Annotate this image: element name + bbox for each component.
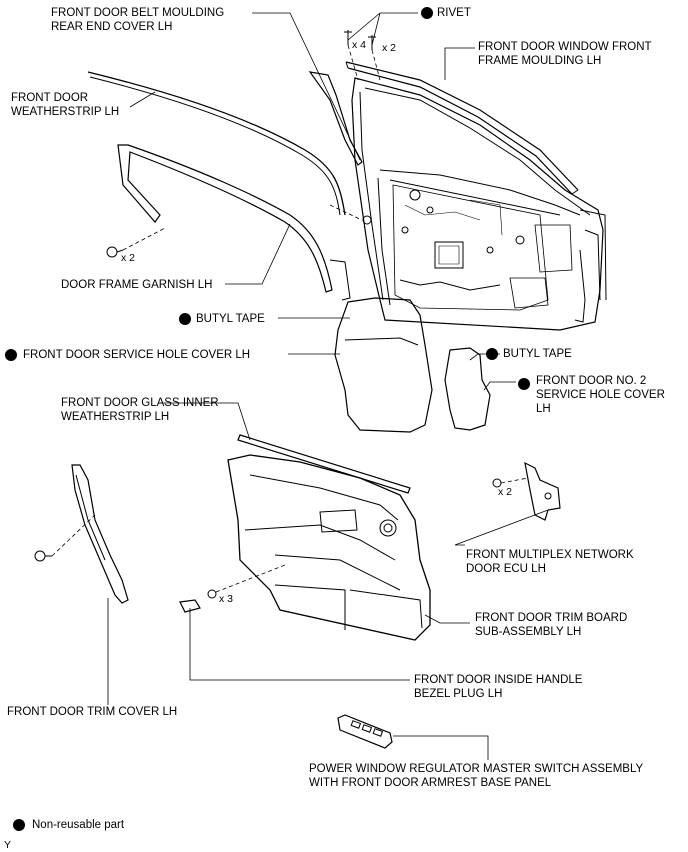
label-master-switch: POWER WINDOW REGULATOR MASTER SWITCH ASS… [309, 763, 644, 789]
weatherstrip-part [87, 71, 346, 216]
label-window-frame-moulding: FRONT DOOR WINDOW FRONT FRAME MOULDING L… [478, 41, 652, 67]
service-hole-cover-no2-part [444, 347, 491, 431]
non-reusable-marker-rivet [421, 7, 433, 19]
label-inside-handle-bezel: FRONT DOOR INSIDE HANDLE BEZEL PLUG LH [414, 674, 583, 700]
glass-inner-weatherstrip-part [237, 434, 411, 494]
multiplex-ecu-part [524, 461, 561, 521]
label-glass-inner-weatherstrip: FRONT DOOR GLASS INNER WEATHERSTRIP LH [61, 397, 219, 423]
label-butyl-tape-1: BUTYL TAPE [196, 313, 265, 325]
label-frame-garnish: DOOR FRAME GARNISH LH [61, 279, 213, 291]
master-switch-part [337, 714, 393, 749]
label-service-hole-cover: FRONT DOOR SERVICE HOLE COVER LH [23, 349, 251, 361]
garnish-clip [106, 246, 124, 258]
qty-rivet-x2: x 2 [382, 42, 397, 54]
belt-moulding-cover-part [308, 71, 363, 166]
qty-trim-screw-x3: x 3 [219, 593, 234, 605]
label-trim-cover: FRONT DOOR TRIM COVER LH [7, 706, 178, 718]
qty-ecu-bolt-x2: x 2 [498, 486, 513, 498]
assembly-lines [51, 44, 529, 593]
trim-cover-part [71, 464, 129, 604]
window-frame-moulding-part [345, 61, 579, 195]
bezel-plug-part [179, 599, 201, 613]
label-rivet: RIVET [437, 7, 471, 19]
label-butyl-tape-2: BUTYL TAPE [503, 348, 572, 360]
label-multiplex-ecu: FRONT MULTIPLEX NETWORK DOOR ECU LH [466, 549, 634, 575]
non-reusable-marker-service-cover-no2 [518, 378, 530, 390]
label-belt-moulding-cover: FRONT DOOR BELT MOULDING REAR END COVER … [51, 7, 225, 33]
legend-marker [13, 819, 25, 831]
non-reusable-marker-service-cover [5, 349, 17, 361]
qty-garnish-clip-x2: x 2 [121, 252, 136, 264]
clip-near-door [362, 215, 372, 225]
non-reusable-marker-butyl-2 [486, 348, 498, 360]
trim-screw [207, 589, 217, 599]
label-weatherstrip: FRONT DOOR WEATHERSTRIP LH [11, 92, 120, 118]
service-hole-cover-part [334, 297, 433, 433]
qty-rivet-x4: x 4 [352, 39, 367, 51]
door-frame-garnish-part [117, 144, 351, 301]
label-trim-board: FRONT DOOR TRIM BOARD SUB-ASSEMBLY LH [475, 612, 628, 638]
non-reusable-marker-butyl-1 [179, 313, 191, 325]
leader-lines [107, 12, 549, 760]
trim-board-part [227, 454, 431, 641]
door-shell [351, 77, 607, 331]
trim-cover-clip [34, 550, 52, 562]
rivets [344, 30, 376, 50]
label-service-hole-cover-no2: FRONT DOOR NO. 2 SERVICE HOLE COVER LH [536, 375, 665, 415]
legend-text: Non-reusable part [32, 819, 125, 831]
corner-mark: Y [4, 839, 12, 851]
